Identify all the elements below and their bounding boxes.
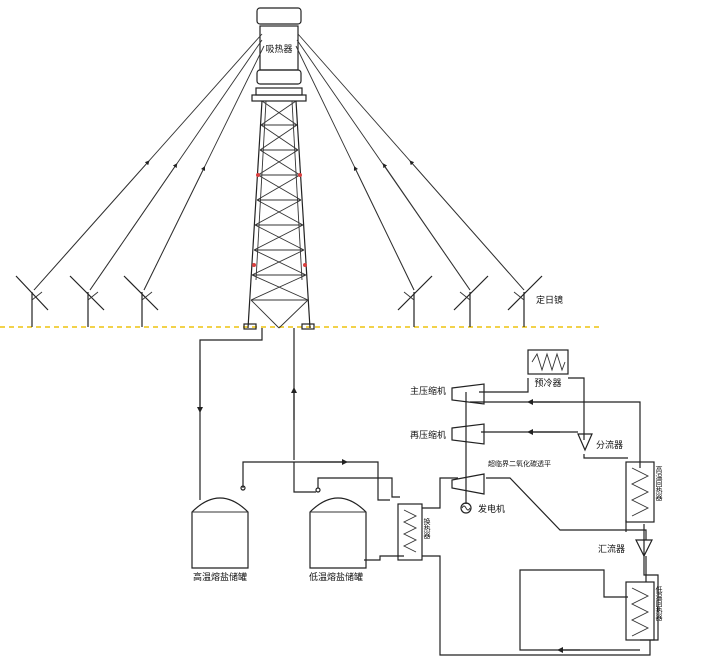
recompressor: 再压缩机	[410, 423, 485, 445]
generator-label: 发电机	[478, 503, 505, 515]
heliostat	[69, 275, 105, 327]
precooler: 预冷器	[527, 349, 569, 389]
heliostat	[507, 275, 543, 327]
main-compressor: 主压缩机	[410, 383, 485, 405]
turbine: 超临界二氧化碳透平	[451, 459, 551, 495]
tower-valve	[256, 173, 260, 177]
hot-salt-tank: 高温熔盐储罐	[191, 485, 249, 583]
lt-recuperator-label: 低温回热器	[655, 585, 663, 622]
splitter-label: 分流器	[596, 439, 623, 451]
heliostat	[123, 275, 159, 327]
cold-salt-tank: 低温熔盐储罐	[309, 487, 367, 583]
turbine-label: 超临界二氧化碳透平	[488, 459, 551, 468]
heliostat	[453, 275, 489, 327]
heliostat-label: 定日镜	[536, 294, 563, 306]
sun-rays	[33, 33, 525, 291]
cold-tank-label: 低温熔盐储罐	[309, 571, 363, 583]
mixer: 汇流器	[598, 539, 653, 558]
tower-valve	[303, 263, 307, 267]
splitter: 分流器	[577, 433, 623, 452]
hx-label: 换热器	[423, 517, 431, 540]
ht-recuperator: 高温回热器	[625, 461, 663, 523]
receiver: 吸热器	[256, 7, 302, 85]
tower	[243, 87, 315, 330]
mixer-label: 汇流器	[598, 543, 625, 555]
heat-exchanger: 换热器	[397, 503, 431, 561]
recompressor-label: 再压缩机	[410, 429, 446, 441]
main-compressor-label: 主压缩机	[410, 385, 446, 397]
co2-cycle-pipes	[422, 377, 659, 656]
tower-valve	[298, 173, 302, 177]
heliostat	[15, 275, 49, 327]
ht-recuperator-label: 高温回热器	[655, 465, 663, 502]
receiver-label: 吸热器	[265, 43, 292, 55]
heliostat	[397, 275, 433, 327]
lt-recuperator: 低温回热器	[625, 581, 663, 641]
tower-valve	[252, 263, 256, 267]
generator: 发电机	[460, 502, 505, 515]
precooler-label: 预冷器	[534, 377, 561, 389]
molten-salt-pipes	[197, 328, 404, 561]
hot-tank-label: 高温熔盐储罐	[193, 571, 247, 583]
